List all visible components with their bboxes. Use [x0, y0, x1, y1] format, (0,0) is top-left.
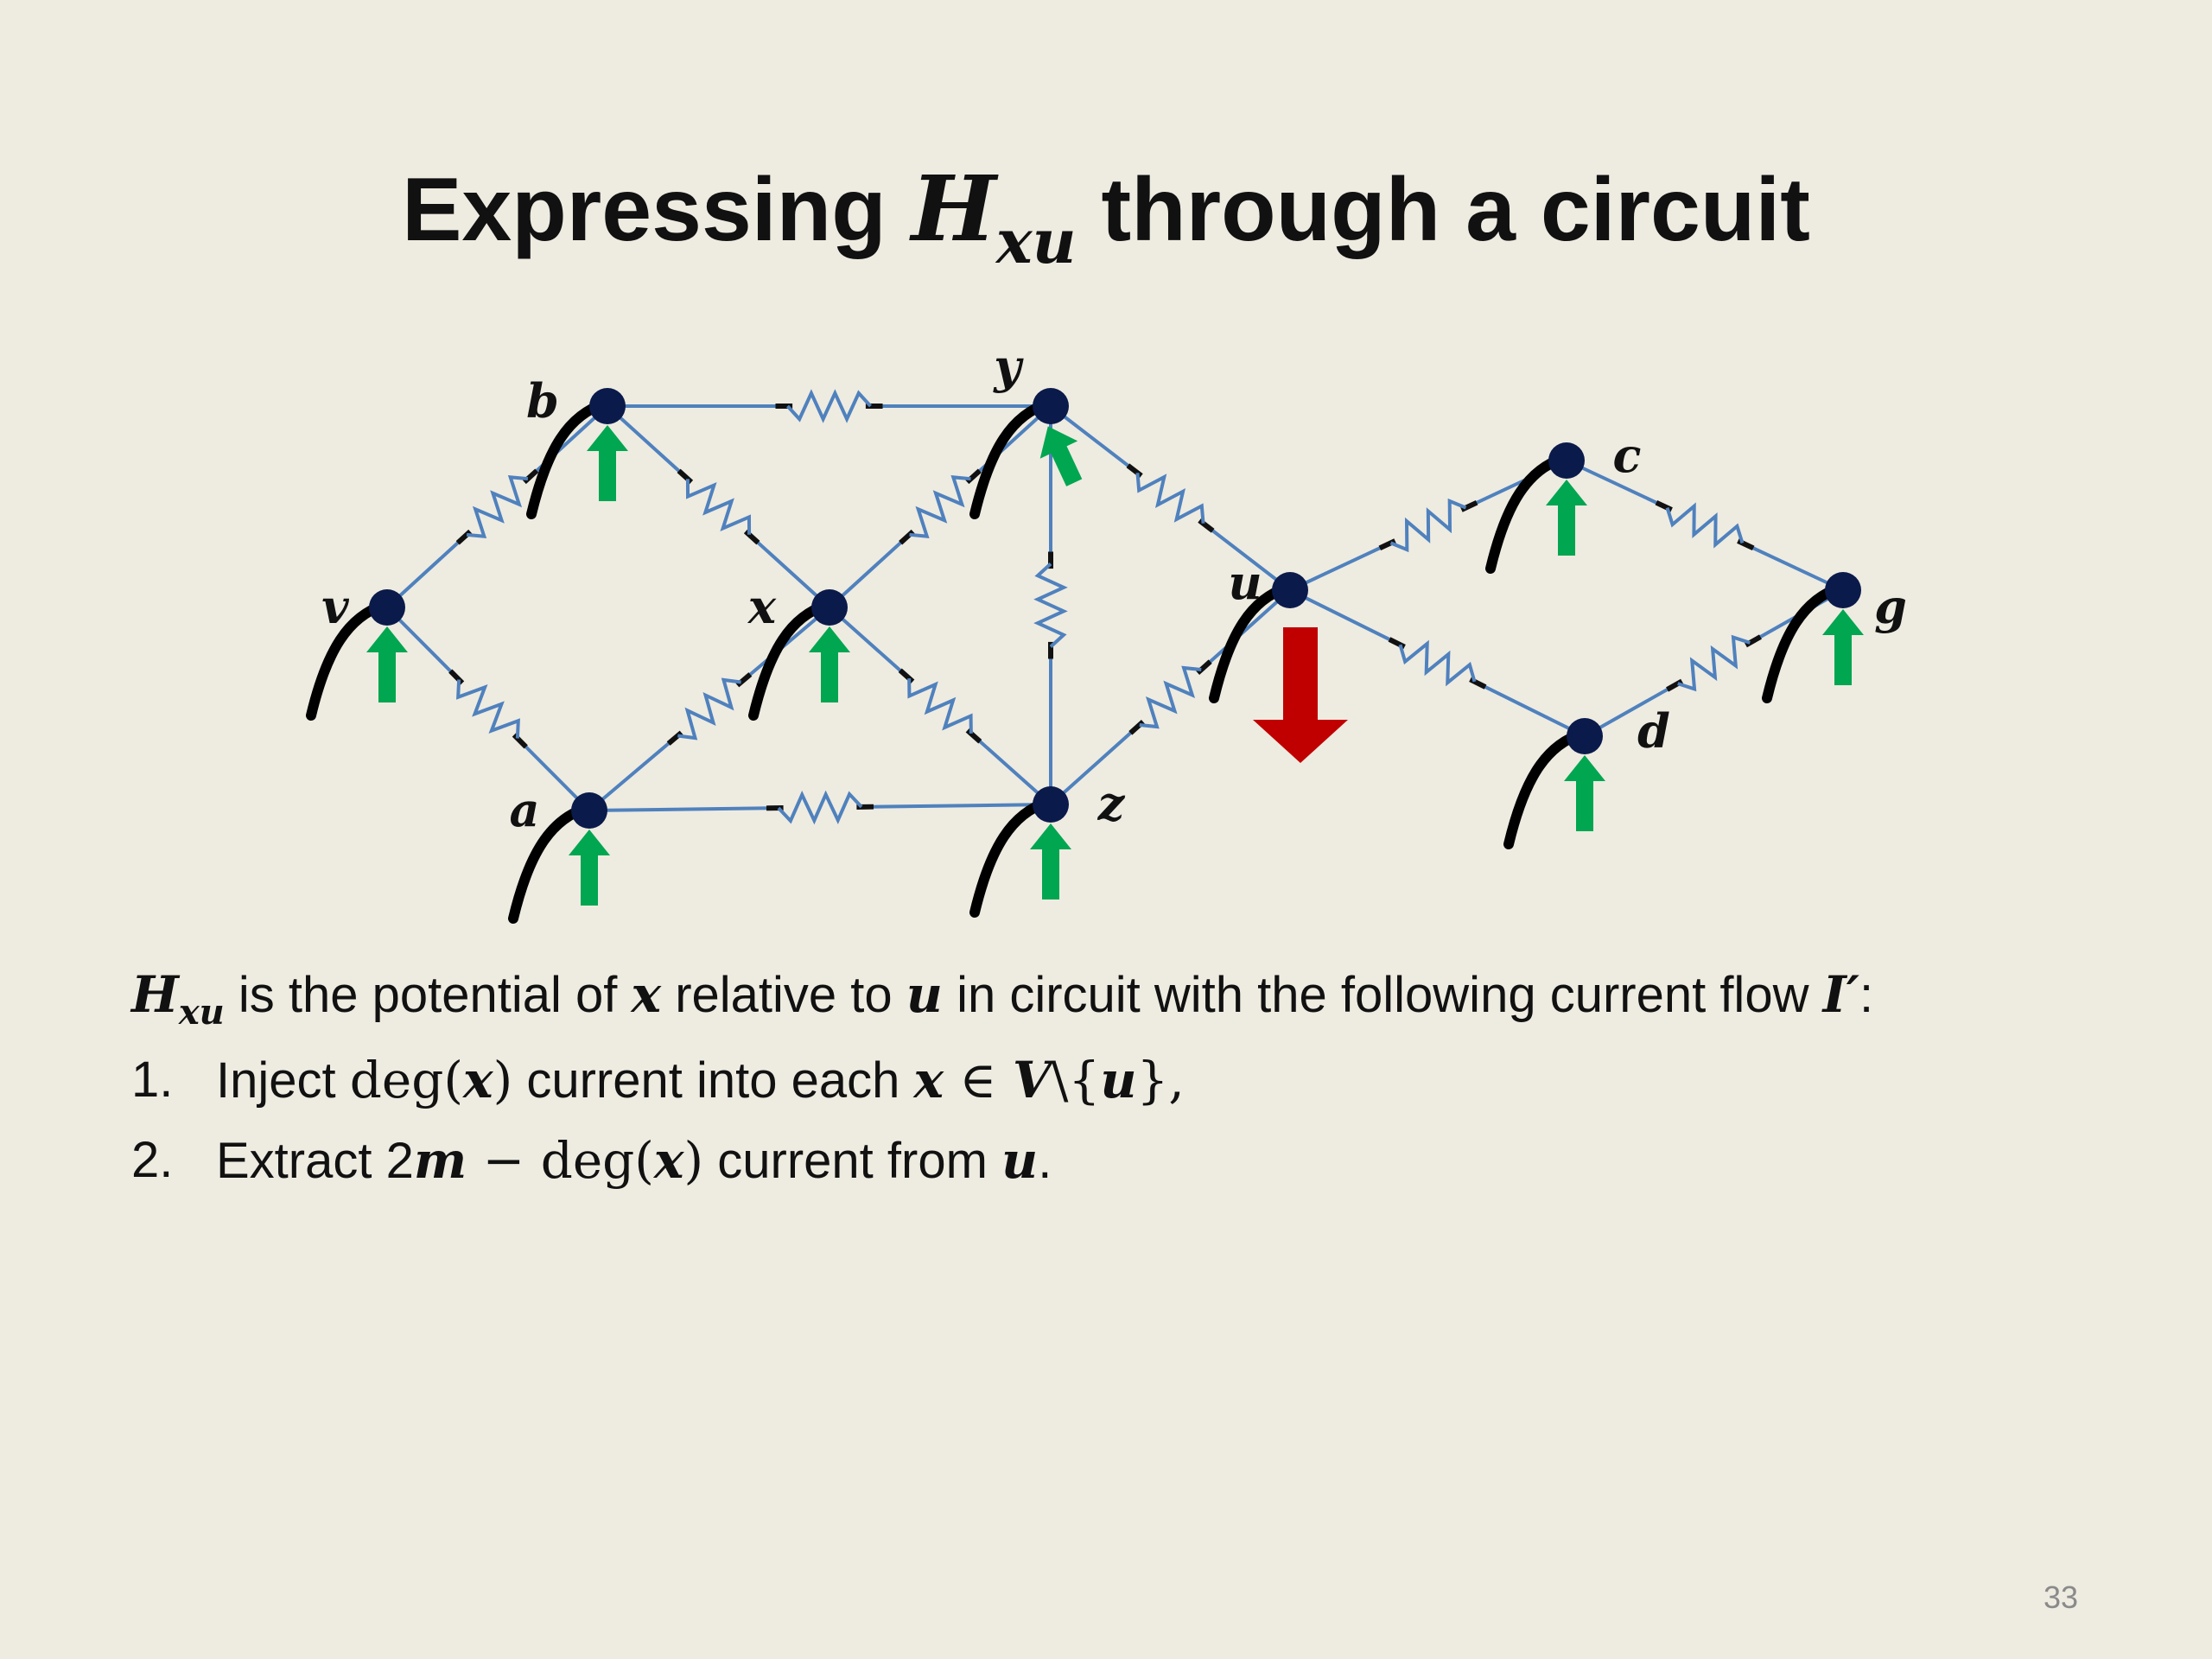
- wire-c: [1485, 453, 1569, 574]
- edge-v-b: [385, 404, 609, 609]
- circuit-diagram: b y v x a z u c g d: [306, 339, 1907, 924]
- node-label-v: v: [321, 579, 349, 634]
- node-x: [811, 589, 848, 626]
- node-label-d: d: [1637, 703, 1670, 759]
- edge-a-z: [588, 790, 1052, 825]
- title-math-subscript: xu: [995, 206, 1077, 277]
- body-text: Hxu is the potential of x relative to u …: [131, 955, 1873, 1201]
- edge-a-x: [588, 606, 831, 812]
- inject-arrow-a: [569, 830, 610, 906]
- list-number: 1.: [131, 1052, 174, 1108]
- edge-u-c: [1289, 459, 1567, 592]
- node-label-c: c: [1613, 428, 1642, 483]
- extract-arrow-u: [1253, 627, 1348, 763]
- node-label-y: y: [993, 339, 1024, 394]
- edge-z-u: [1049, 588, 1292, 806]
- edge-u-d: [1289, 588, 1586, 738]
- list-number: 2.: [131, 1132, 174, 1188]
- inject-arrow-y: [1039, 426, 1083, 486]
- edge-b-y: [607, 389, 1051, 423]
- node-label-z: z: [1097, 776, 1126, 831]
- edge-x-y: [828, 404, 1052, 609]
- wire-z: [969, 797, 1053, 918]
- node-d: [1567, 718, 1603, 754]
- inject-arrow-c: [1546, 480, 1587, 556]
- edge-c-g: [1566, 459, 1844, 592]
- inject-arrow-g: [1822, 609, 1864, 685]
- edge-b-x: [606, 404, 831, 609]
- node-y: [1033, 388, 1069, 424]
- edge-v-a: [385, 606, 591, 812]
- slide-title: Expressing Hxu through a circuit: [402, 156, 1810, 277]
- node-label-x: x: [747, 579, 777, 634]
- page-number: 33: [2043, 1580, 2078, 1615]
- body-line-1: Hxu is the potential of x relative to u …: [131, 965, 1874, 1033]
- node-u: [1272, 572, 1308, 608]
- node-g: [1825, 572, 1861, 608]
- node-a: [571, 792, 607, 829]
- wire-d: [1503, 728, 1587, 849]
- node-b: [589, 388, 626, 424]
- node-label-u: u: [1228, 555, 1262, 610]
- edge-x-z: [828, 606, 1052, 806]
- title-math-H: H: [911, 156, 996, 262]
- inject-arrow-d: [1564, 755, 1605, 831]
- node-label-g: g: [1874, 579, 1907, 634]
- inject-arrow-z: [1030, 823, 1071, 899]
- list-item-1: 1. Inject deg(x) current into each x ∈ V…: [131, 1040, 1873, 1121]
- edge-y-u: [1049, 404, 1292, 592]
- node-c: [1548, 442, 1585, 479]
- inject-arrow-x: [809, 626, 850, 702]
- node-v: [369, 589, 405, 626]
- node-z: [1033, 786, 1069, 823]
- node-label-b: b: [526, 373, 559, 429]
- wire-g: [1762, 582, 1846, 703]
- inject-arrow-b: [587, 425, 628, 501]
- list-item-2: 2. Extract 2m − deg(x) current from u.: [131, 1121, 1873, 1201]
- node-label-a: a: [510, 782, 540, 837]
- inject-arrow-v: [366, 626, 408, 702]
